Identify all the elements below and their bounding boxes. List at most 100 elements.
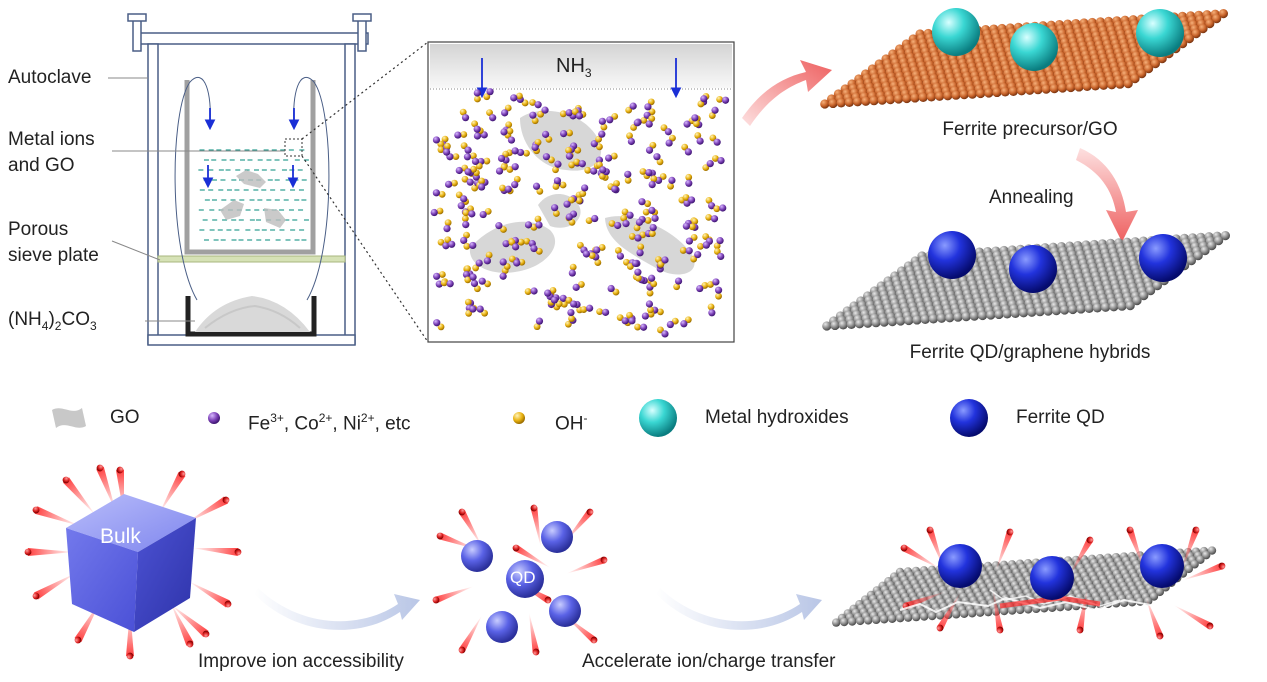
go-flake — [236, 170, 266, 188]
ion-pair — [681, 143, 692, 156]
ferrite-qd-sphere — [1009, 245, 1057, 293]
ion-pair — [563, 196, 575, 208]
ion-pair — [607, 284, 620, 296]
ion-pair — [462, 265, 471, 279]
ion-pair — [713, 204, 727, 213]
metal-hydroxide-sphere — [1136, 9, 1184, 57]
ion-pair — [542, 130, 553, 143]
ion-pair — [595, 130, 606, 143]
transition-arrow-icon — [254, 588, 420, 630]
ion-pair — [645, 115, 656, 128]
carbonate-tray — [185, 296, 317, 337]
ion-pair — [508, 238, 520, 251]
go-sheet — [605, 216, 695, 275]
ion-pair — [593, 244, 606, 254]
ion-pair — [648, 175, 658, 189]
autoclave-lid — [139, 32, 369, 45]
ion-ray — [186, 496, 230, 523]
ion-pair — [483, 251, 493, 265]
ion-pair — [473, 89, 481, 103]
ion-pair — [713, 248, 725, 261]
ion-pair — [552, 177, 562, 190]
ferrite-qd-sphere — [1030, 556, 1074, 600]
ion-pair — [648, 223, 657, 237]
ion-pair — [639, 168, 653, 177]
ion-pair — [685, 234, 698, 245]
autoclave-label: Autoclave — [8, 67, 92, 88]
ion-pair — [471, 157, 483, 170]
ion-pair — [460, 231, 470, 245]
ion-pair — [682, 194, 696, 204]
go-flake — [220, 200, 244, 220]
ion-ray — [32, 506, 80, 526]
metal-ions-label: Metal ions — [8, 129, 95, 150]
ion-pair — [642, 206, 656, 216]
ion-ray — [1069, 536, 1094, 577]
ion-pair — [634, 268, 642, 282]
go-legend-label: GO — [110, 407, 140, 428]
ion-pair — [470, 279, 481, 293]
ion-pair — [531, 138, 542, 152]
ion-ray — [1182, 562, 1226, 581]
ion-pair — [508, 255, 521, 267]
ion-ray — [126, 610, 134, 660]
ion-pair — [432, 189, 446, 198]
ion-pair — [716, 95, 730, 104]
ion-pair — [445, 179, 458, 188]
go-flake — [264, 208, 286, 228]
ion-pair — [713, 237, 724, 250]
ion-pair — [584, 166, 598, 175]
accelerate-label: Accelerate ion/charge transfer — [582, 651, 836, 672]
ion-pair — [461, 175, 474, 186]
oh-legend-label: OH- — [555, 411, 588, 435]
ion-pair — [645, 141, 657, 154]
oh-legend-icon — [513, 412, 525, 424]
ion-pair — [630, 119, 641, 131]
bulk-label: Bulk — [100, 525, 141, 548]
ion-pair — [606, 112, 619, 124]
ion-pair — [579, 184, 589, 198]
ion-pair — [463, 241, 477, 250]
ion-pair — [497, 150, 510, 163]
ion-ray — [512, 544, 551, 568]
ion-ray — [188, 581, 232, 608]
ion-pair — [544, 286, 557, 297]
ion-pair — [638, 198, 652, 208]
qd-sphere — [541, 521, 573, 553]
ion-pair — [666, 317, 679, 329]
metal-hydroxide-legend-icon — [639, 399, 677, 437]
ion-ray — [1076, 588, 1088, 634]
ion-ray — [992, 588, 1004, 634]
ion-pair — [530, 244, 543, 255]
ion-ray — [192, 547, 242, 556]
ion-pair — [483, 88, 494, 101]
qd-sphere — [486, 611, 518, 643]
bulk-cube-icon — [66, 494, 196, 632]
ion-pair — [444, 236, 456, 248]
ion-ray — [24, 548, 74, 556]
ion-pair — [462, 209, 476, 218]
nh3-label: NH3 — [556, 55, 592, 80]
ion-pair — [685, 173, 693, 187]
ion-pair — [590, 140, 603, 151]
zoom-line-bottom — [301, 155, 429, 343]
ion-pair — [605, 152, 618, 162]
ion-pair — [432, 136, 445, 148]
ion-pair — [565, 296, 578, 308]
vapor-loop-left — [174, 77, 211, 301]
ion-legend-icon — [208, 412, 220, 424]
annealing-arrow-icon — [1076, 148, 1138, 242]
ion-pair — [598, 117, 608, 131]
ion-pair — [506, 163, 519, 173]
ion-pair — [705, 214, 719, 223]
ion-pair — [573, 158, 586, 168]
ferrite-qd-sphere — [1140, 544, 1184, 588]
carbonate-label: (NH4)2CO3 — [8, 309, 97, 333]
qd-sphere — [549, 595, 581, 627]
ion-ray — [1145, 596, 1164, 640]
ferrite-qd-legend-label: Ferrite QD — [1016, 407, 1105, 428]
ion-pair — [585, 214, 599, 225]
ion-pair — [572, 281, 585, 291]
ion-pair — [697, 241, 710, 250]
